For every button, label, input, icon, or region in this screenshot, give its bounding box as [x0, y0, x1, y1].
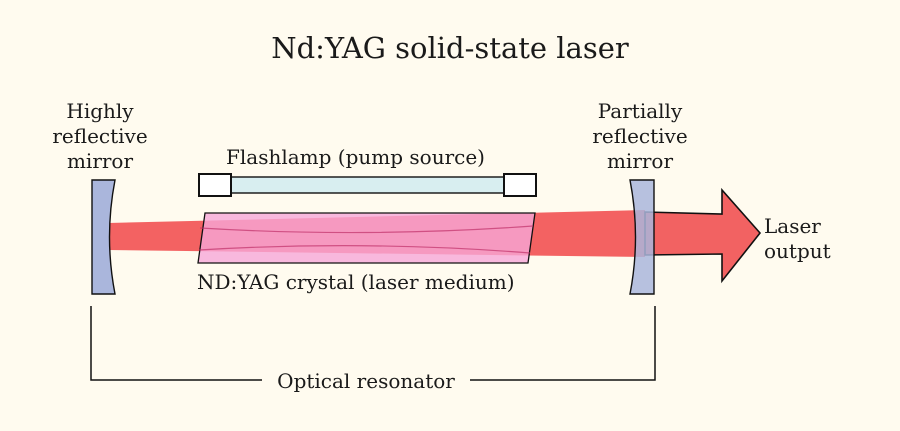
- right-mirror: [629, 179, 655, 295]
- left-mirror-label-line: mirror: [66, 149, 134, 173]
- nd-yag-crystal: [197, 212, 536, 264]
- laser-output-arrow: [644, 187, 762, 284]
- right-mirror-label-line: Partially: [597, 99, 683, 123]
- right-mirror-label: Partially reflective mirror: [580, 99, 700, 174]
- laser-output-label: Laser output: [764, 214, 854, 264]
- flashlamp-tube: [229, 176, 505, 194]
- beam-waist-lower: [198, 245, 531, 254]
- flashlamp-left-electrode: [198, 173, 232, 197]
- beam-waist-upper: [199, 225, 534, 234]
- left-mirror-label-line: Highly: [66, 99, 134, 123]
- crystal-label: ND:YAG crystal (laser medium): [197, 270, 515, 294]
- diagram-title: Nd:YAG solid-state laser: [271, 31, 629, 65]
- right-mirror-label-line: mirror: [606, 149, 674, 173]
- left-mirror: [91, 179, 116, 295]
- right-mirror-label-line: reflective: [592, 124, 688, 148]
- laser-output-label-line: Laser: [764, 214, 821, 238]
- flashlamp-label: Flashlamp (pump source): [226, 145, 485, 169]
- left-mirror-label: Highly reflective mirror: [40, 99, 160, 174]
- left-mirror-label-line: reflective: [52, 124, 148, 148]
- laser-output-label-line: output: [764, 239, 831, 263]
- resonator-label: Optical resonator: [262, 371, 470, 391]
- flashlamp-right-electrode: [503, 173, 537, 197]
